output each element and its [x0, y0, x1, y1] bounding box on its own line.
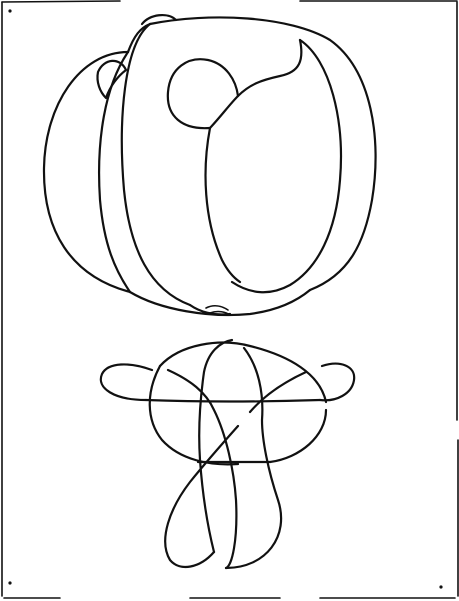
knot-diagram [101, 340, 354, 568]
corner-mark-top-left [8, 9, 11, 12]
surface-drawing [44, 15, 376, 315]
corner-mark-bottom-right [439, 585, 442, 588]
corner-mark-bottom-left [8, 581, 11, 584]
